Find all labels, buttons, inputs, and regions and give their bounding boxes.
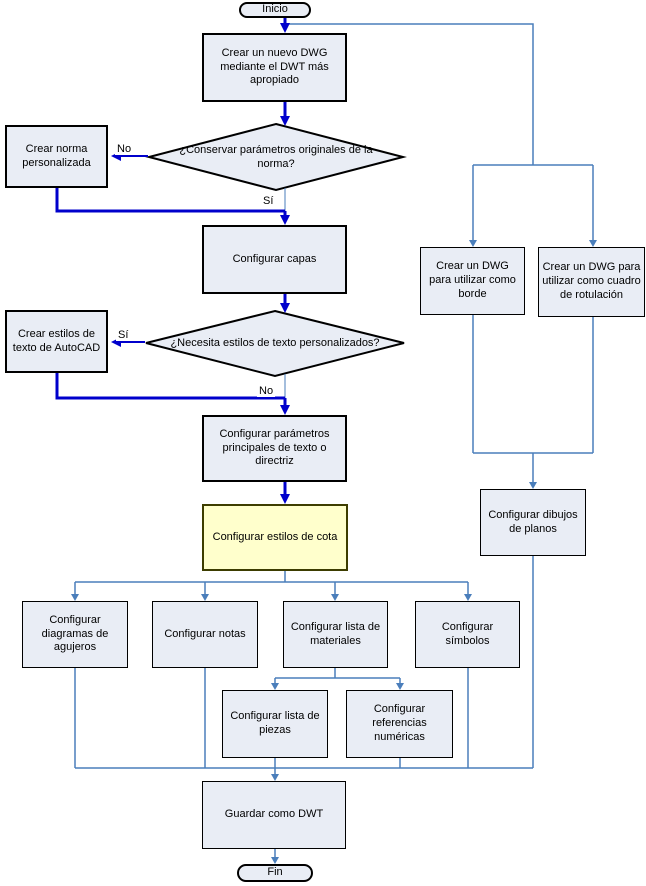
node-configurar-referencias: Configurar referencias numéricas bbox=[346, 690, 453, 758]
branch-connectors bbox=[74, 23, 594, 857]
decision-diamond-estilos bbox=[145, 309, 405, 378]
edge-label-si-estilos: Sí bbox=[116, 329, 131, 342]
decision-estilos-label: ¿Necesita estilos de texto personalizado… bbox=[170, 337, 380, 350]
node-configurar-simbolos: Configurar símbolos bbox=[415, 601, 520, 668]
node-configurar-capas: Configurar capas bbox=[202, 225, 347, 294]
node-crear-dwg-rotulacion: Crear un DWG para utilizar como cuadro d… bbox=[538, 247, 645, 317]
node-configurar-lista-materiales: Configurar lista de materiales bbox=[283, 601, 388, 668]
node-configurar-diagramas-agujeros: Configurar diagramas de agujeros bbox=[22, 601, 128, 668]
decision-norma-label: ¿Conservar parámetros originales de la n… bbox=[179, 144, 373, 170]
node-configurar-lista-piezas: Configurar lista de piezas bbox=[222, 690, 328, 758]
terminator-fin: Fin bbox=[237, 864, 313, 882]
decision-side-connectors bbox=[121, 155, 148, 343]
node-guardar-como-dwt: Guardar como DWT bbox=[202, 781, 346, 849]
node-configurar-dibujos-planos: Configurar dibujos de planos bbox=[480, 489, 586, 556]
node-crear-estilos-texto: Crear estilos de texto de AutoCAD bbox=[5, 310, 108, 373]
branch-arrowheads bbox=[71, 240, 597, 864]
edge-label-no-estilos: No bbox=[257, 385, 276, 398]
decision-diamond-norma bbox=[145, 122, 407, 192]
node-configurar-estilos-cota: Configurar estilos de cota bbox=[202, 504, 348, 571]
edge-label-no-norma: No bbox=[115, 143, 134, 156]
node-crear-nuevo-dwg: Crear un nuevo DWG mediante el DWT más a… bbox=[202, 33, 347, 102]
node-configurar-notas: Configurar notas bbox=[152, 601, 258, 668]
node-configurar-parametros: Configurar parámetros principales de tex… bbox=[202, 415, 347, 482]
terminator-inicio: Inicio bbox=[239, 2, 311, 18]
node-crear-dwg-borde: Crear un DWG para utilizar como borde bbox=[420, 247, 525, 315]
node-crear-norma-personalizada: Crear norma personalizada bbox=[5, 125, 108, 188]
edge-label-si-norma: Sí bbox=[261, 195, 276, 208]
